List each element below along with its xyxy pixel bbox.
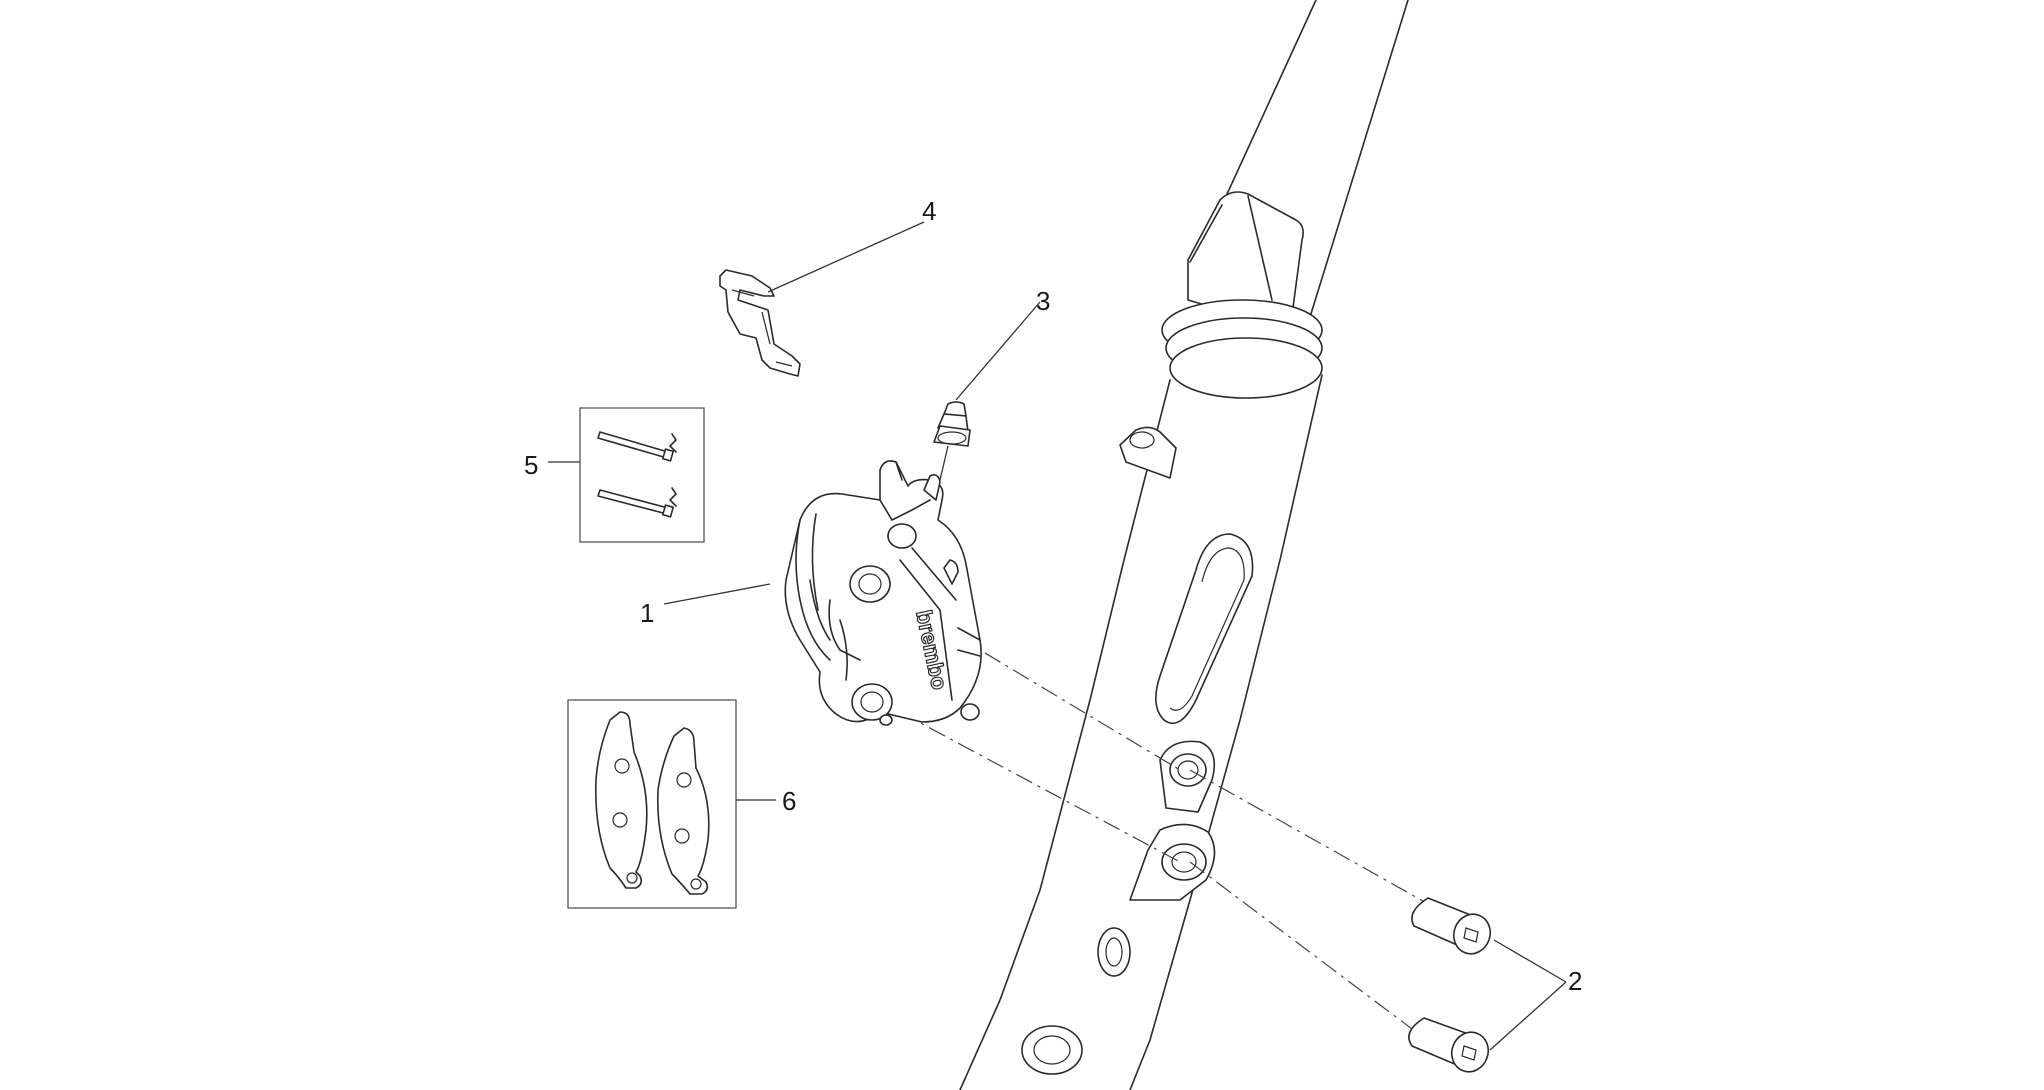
leader-lines: [548, 221, 1567, 1051]
callout-5: 5: [524, 450, 538, 480]
brake-pads: [567, 699, 737, 909]
pad-spring: [719, 269, 801, 377]
fork-leg: [959, 0, 1409, 1090]
pad-pin-kit: [579, 407, 705, 543]
alignment-lines: [899, 601, 1431, 1036]
caliper-bolts: [1408, 897, 1492, 1073]
brake-pads-frame: [567, 699, 737, 909]
brake-caliper: brembo: [784, 460, 982, 726]
callout-2: 2: [1568, 966, 1582, 996]
pad-pin-kit-frame: [579, 407, 705, 543]
callout-6: 6: [782, 786, 796, 816]
callout-1: 1: [640, 598, 654, 628]
bleed-valve: [933, 401, 971, 481]
callout-4: 4: [922, 196, 936, 226]
callout-labels: 1 2 3 4 5 6: [524, 196, 1582, 996]
callout-3: 3: [1036, 286, 1050, 316]
